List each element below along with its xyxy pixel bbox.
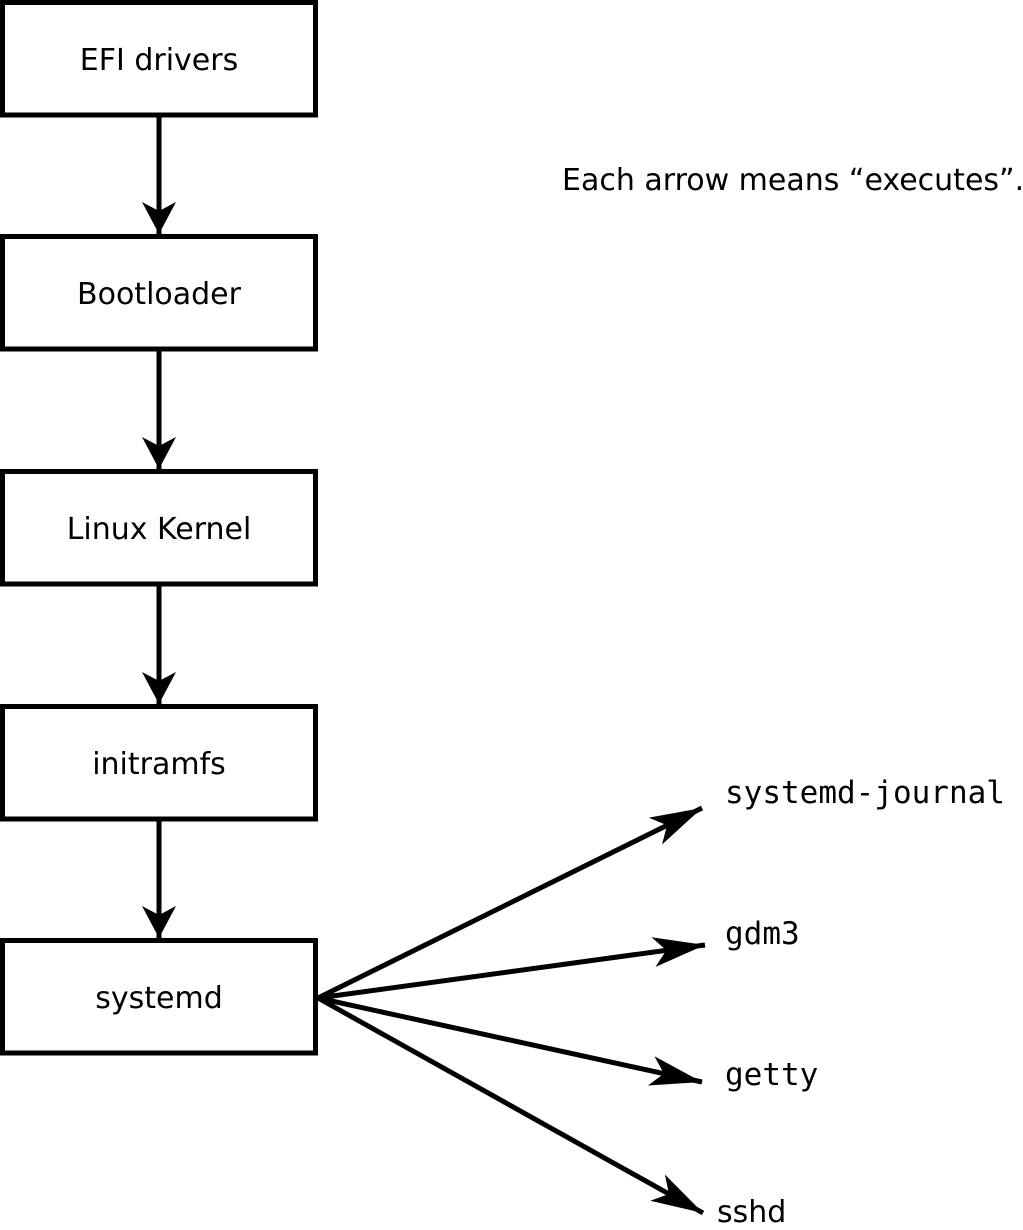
box-bootloader-label: Bootloader [77, 277, 242, 312]
box-systemd [0, 938, 318, 1056]
arrow-systemd-to-gdm3 [317, 937, 706, 1001]
arrow-systemd-to-getty [317, 995, 703, 1086]
box-efi-drivers-label: EFI drivers [80, 43, 238, 78]
box-initramfs-label: initramfs [92, 747, 226, 782]
fanout-arrows [316, 805, 706, 1216]
box-efi-drivers [0, 0, 318, 118]
boot-chain: EFI drivers Bootloader Linux Kernel init… [0, 0, 318, 1056]
arrow-systemd-to-systemd-journal [316, 805, 704, 1001]
arrow-systemd-to-sshd [316, 995, 705, 1216]
label-gdm3: gdm3 [725, 916, 800, 952]
box-linux-kernel-label: Linux Kernel [67, 512, 252, 547]
label-getty: getty [725, 1057, 818, 1093]
box-systemd-label: systemd [95, 981, 223, 1016]
box-bootloader [0, 234, 318, 352]
spawned-process-labels: systemd-journal gdm3 getty sshd [717, 775, 1005, 1230]
box-linux-kernel [0, 469, 318, 587]
arrow-meaning-annotation: Each arrow means “executes”. [562, 163, 1023, 198]
label-systemd-journal: systemd-journal [725, 775, 1005, 811]
label-sshd: sshd [717, 1195, 786, 1230]
box-initramfs [0, 704, 318, 822]
